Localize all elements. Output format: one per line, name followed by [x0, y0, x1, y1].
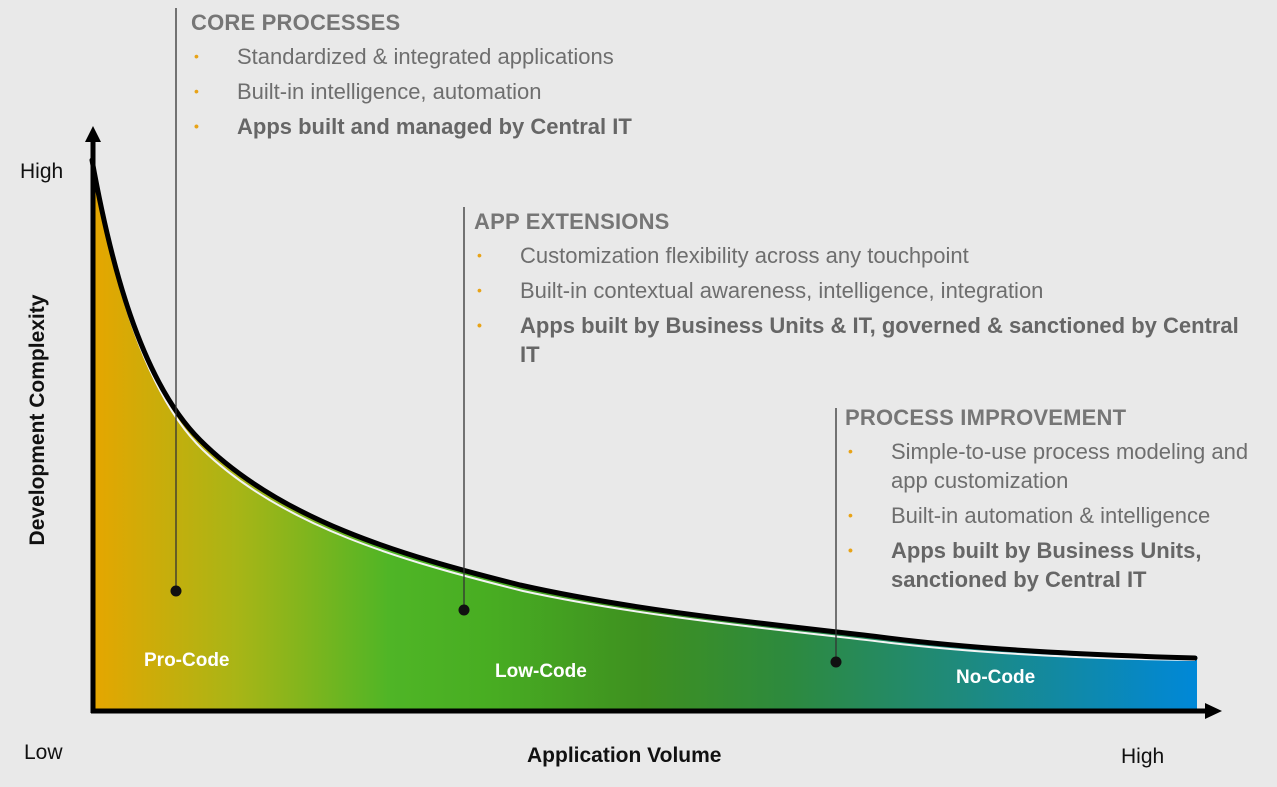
callout-heading: CORE PROCESSES	[191, 10, 401, 35]
zone-label-no-code: No-Code	[956, 667, 1036, 688]
callout-bullet: •Simple-to-use process modeling and app …	[848, 439, 1249, 493]
x-axis-high-label: High	[1121, 745, 1165, 768]
callout-bullet: •Standardized & integrated applications	[194, 44, 614, 69]
callout-bullet: •Apps built and managed by Central IT	[194, 114, 632, 139]
leader-dot-core	[170, 585, 182, 597]
y-axis-title: Development Complexity	[26, 294, 49, 546]
origin-low-label: Low	[24, 741, 63, 764]
callout-process-improvement: PROCESS IMPROVEMENT •Simple-to-use proce…	[845, 405, 1265, 600]
zone-label-low-code: Low-Code	[495, 661, 587, 682]
leader-dot-process	[830, 656, 842, 668]
bullet-dot-icon: •	[848, 443, 853, 459]
callout-bullet: •Built-in contextual awareness, intellig…	[477, 278, 1044, 303]
x-axis-arrow-icon	[1205, 703, 1222, 719]
bullet-dot-icon: •	[477, 317, 482, 333]
callout-bullet: •Customization flexibility across any to…	[477, 243, 969, 268]
curve-highlight	[94, 177, 1196, 661]
bullet-dot-icon: •	[848, 507, 853, 523]
zone-label-pro-code: Pro-Code	[144, 650, 230, 671]
callout-heading: PROCESS IMPROVEMENT	[845, 405, 1127, 430]
bullet-dot-icon: •	[848, 542, 853, 558]
x-axis-title: Application Volume	[527, 744, 722, 767]
callout-bullet: •Built-in intelligence, automation	[194, 79, 542, 104]
complexity-area	[93, 160, 1197, 711]
bullet-dot-icon: •	[477, 282, 482, 298]
complexity-curve	[89, 157, 1198, 661]
bullet-dot-icon: •	[194, 118, 199, 134]
callout-bullet: •Apps built by Business Units, sanctione…	[848, 538, 1202, 592]
callout-heading: APP EXTENSIONS	[474, 209, 670, 234]
callout-bullet: •Apps built by Business Units & IT, gove…	[477, 313, 1239, 367]
bullet-dot-icon: •	[194, 48, 199, 64]
callout-app-extensions: APP EXTENSIONS •Customization flexibilit…	[474, 209, 1264, 375]
y-axis-high-label: High	[20, 160, 64, 183]
bullet-dot-icon: •	[194, 83, 199, 99]
y-axis-arrow-icon	[85, 126, 101, 142]
leader-dot-app-ext	[458, 604, 470, 616]
callout-core-processes: CORE PROCESSES •Standardized & integrate…	[191, 10, 791, 147]
bullet-dot-icon: •	[477, 247, 482, 263]
callout-bullet: •Built-in automation & intelligence	[848, 503, 1211, 528]
